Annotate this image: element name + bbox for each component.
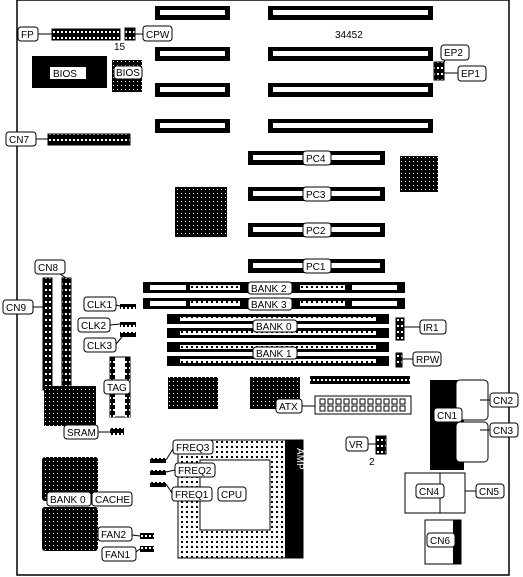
isa-slot-1	[155, 6, 433, 20]
cn7-connector	[47, 133, 131, 146]
cn2-label: CN2	[493, 396, 513, 407]
freq2-label: FREQ2	[178, 466, 212, 477]
ep-jumpers	[433, 61, 445, 81]
clk2-label: CLK2	[81, 321, 106, 332]
cn9-label: CN9	[6, 303, 26, 314]
cache-bank0-label: BANK 0	[50, 495, 86, 506]
clk3-callout	[83, 337, 117, 353]
bank3-label: BANK 3	[251, 300, 287, 311]
ep1-label: EP1	[461, 69, 480, 80]
amp-label: AMP	[294, 448, 305, 470]
sram-chip	[44, 386, 96, 426]
clk1-jumper	[120, 304, 136, 309]
sram-jumper	[110, 428, 124, 435]
chipset-south-left	[168, 377, 218, 409]
cpw-label: CPW	[146, 30, 170, 41]
clk3-label: CLK3	[87, 341, 112, 352]
io-header	[310, 376, 410, 384]
sram-label: SRAM	[67, 428, 96, 439]
cn3-callout	[489, 422, 519, 438]
cn7-label: CN7	[9, 135, 29, 146]
rpw-jumper	[395, 352, 403, 368]
cache-chip-lower	[42, 507, 98, 551]
vr-label: VR	[349, 440, 363, 451]
isa-slots	[155, 6, 433, 133]
tag-label: TAG	[107, 383, 127, 394]
cpu-label: CPU	[221, 490, 242, 501]
cpw-jumper	[124, 27, 136, 41]
cn1-label: CN1	[437, 411, 457, 422]
cache-callout	[91, 491, 133, 507]
fan2-callout	[97, 526, 133, 542]
ep2-callout	[440, 44, 470, 61]
cn2-callout	[489, 392, 519, 408]
pc4-label: PC4	[306, 154, 326, 165]
board-model-number: 34452	[335, 30, 363, 41]
cpu-socket-lever	[285, 440, 303, 558]
cn4-label: CN4	[419, 487, 439, 498]
freq3-jumper	[150, 458, 166, 463]
simm-bank1-label: BANK 1	[256, 349, 292, 360]
freq1-label: FREQ1	[175, 490, 209, 501]
fan2-label: FAN2	[101, 530, 126, 541]
fan1-callout	[101, 546, 137, 562]
clk3-jumper	[120, 332, 136, 337]
pin-15-label: 15	[114, 42, 126, 53]
vr-jumper	[375, 435, 387, 455]
pin-2-label: 2	[369, 457, 375, 468]
cache-label: CACHE	[95, 495, 130, 506]
clk2-jumper	[120, 322, 136, 327]
cn8-label: CN8	[38, 263, 58, 274]
chipset-north	[175, 187, 227, 237]
ep1-callout	[457, 65, 487, 82]
chipset-right	[400, 156, 438, 192]
bios-chip-label: BIOS	[53, 69, 77, 80]
pc1-label: PC1	[306, 262, 326, 273]
cn7-callout	[5, 131, 37, 147]
cn5-callout	[475, 483, 505, 499]
cache-chip-upper	[42, 457, 98, 501]
isa-slot-2	[155, 47, 433, 61]
ir1-label: IR1	[423, 323, 439, 334]
cn3-label: CN3	[493, 426, 513, 437]
cn5-label: CN5	[479, 487, 499, 498]
clk1-callout	[83, 296, 117, 312]
atx-pins	[319, 398, 406, 412]
fp-callout	[17, 26, 39, 42]
cn6-label: CN6	[430, 536, 450, 547]
pc2-label: PC2	[306, 226, 326, 237]
tag-callout	[103, 379, 131, 395]
fan1-label: FAN1	[105, 550, 130, 561]
freq2-jumper	[150, 470, 166, 475]
cn9-connector	[42, 277, 53, 391]
isa-slot-4	[155, 119, 433, 133]
rpw-label: RPW	[416, 355, 440, 366]
fan1-header	[140, 546, 154, 552]
cn3-connector	[455, 421, 489, 463]
bank2-label: BANK 2	[251, 284, 287, 295]
simm-bank0-label: BANK 0	[256, 322, 292, 333]
clk1-label: CLK1	[87, 300, 112, 311]
ir1-callout	[419, 319, 447, 335]
cn8-connector	[61, 277, 72, 391]
bios-socket-label: BIOS	[116, 68, 140, 79]
fp-header	[51, 28, 121, 41]
atx-callout	[275, 398, 303, 414]
cn8-callout	[34, 259, 66, 275]
fan2-header	[140, 533, 154, 539]
isa-slot-3	[155, 83, 433, 97]
cpw-callout	[142, 25, 173, 42]
pc3-label: PC3	[306, 190, 326, 201]
fp-label: FP	[21, 30, 34, 41]
freq3-label: FREQ3	[176, 443, 210, 454]
rpw-callout	[412, 351, 442, 367]
ir1-header	[395, 317, 405, 341]
ep2-label: EP2	[444, 48, 463, 59]
freq1-jumper	[150, 482, 166, 487]
atx-label: ATX	[279, 402, 298, 413]
